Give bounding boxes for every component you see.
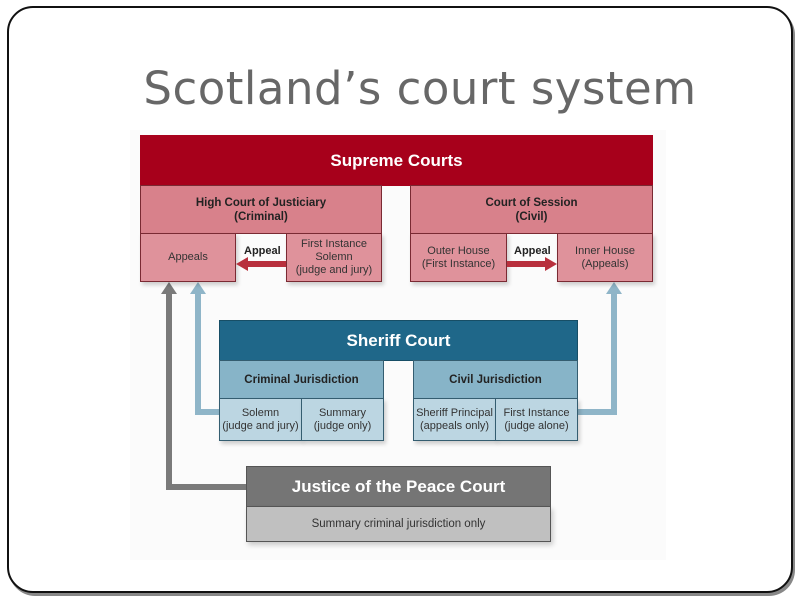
sheriff-solemn: Solemn (judge and jury) (219, 398, 302, 441)
sheriff-civil-jurisdiction: Civil Jurisdiction (413, 360, 578, 399)
high-court-appeals: Appeals (140, 233, 236, 282)
jp-connector-vertical (166, 292, 172, 490)
court-of-session-appeal-arrow-icon (507, 257, 557, 271)
jp-connector-arrowhead-icon (161, 282, 177, 294)
court-of-session-appeal-label: Appeal (514, 245, 551, 257)
high-court-appeal-label: Appeal (244, 245, 281, 257)
sheriff-civil-arrowhead-icon (606, 282, 622, 294)
supreme-courts-header: Supreme Courts (140, 135, 653, 186)
sheriff-criminal-connector-vertical (195, 292, 201, 415)
high-court-of-justiciary: High Court of Justiciary (Criminal) (140, 185, 382, 234)
jp-connector-horizontal (166, 484, 247, 490)
sheriff-court-header: Sheriff Court (219, 320, 578, 361)
sheriff-criminal-jurisdiction: Criminal Jurisdiction (219, 360, 384, 399)
sheriff-summary: Summary (judge only) (301, 398, 384, 441)
sheriff-civil-connector-horizontal (577, 409, 617, 415)
jp-court-header: Justice of the Peace Court (246, 466, 551, 507)
sheriff-criminal-connector-horizontal (195, 409, 220, 415)
slide-title: Scotland’s court system (143, 62, 697, 115)
sheriff-criminal-arrowhead-icon (190, 282, 206, 294)
sheriff-principal: Sheriff Principal (appeals only) (413, 398, 496, 441)
high-court-appeal-arrow-icon (236, 257, 286, 271)
sheriff-civil-connector-vertical (611, 292, 617, 415)
high-court-first-instance: First Instance Solemn (judge and jury) (286, 233, 382, 282)
sheriff-first-instance: First Instance (judge alone) (495, 398, 578, 441)
jp-court-body: Summary criminal jurisdiction only (246, 506, 551, 542)
inner-house: Inner House (Appeals) (557, 233, 653, 282)
court-of-session: Court of Session (Civil) (410, 185, 653, 234)
outer-house: Outer House (First Instance) (410, 233, 507, 282)
